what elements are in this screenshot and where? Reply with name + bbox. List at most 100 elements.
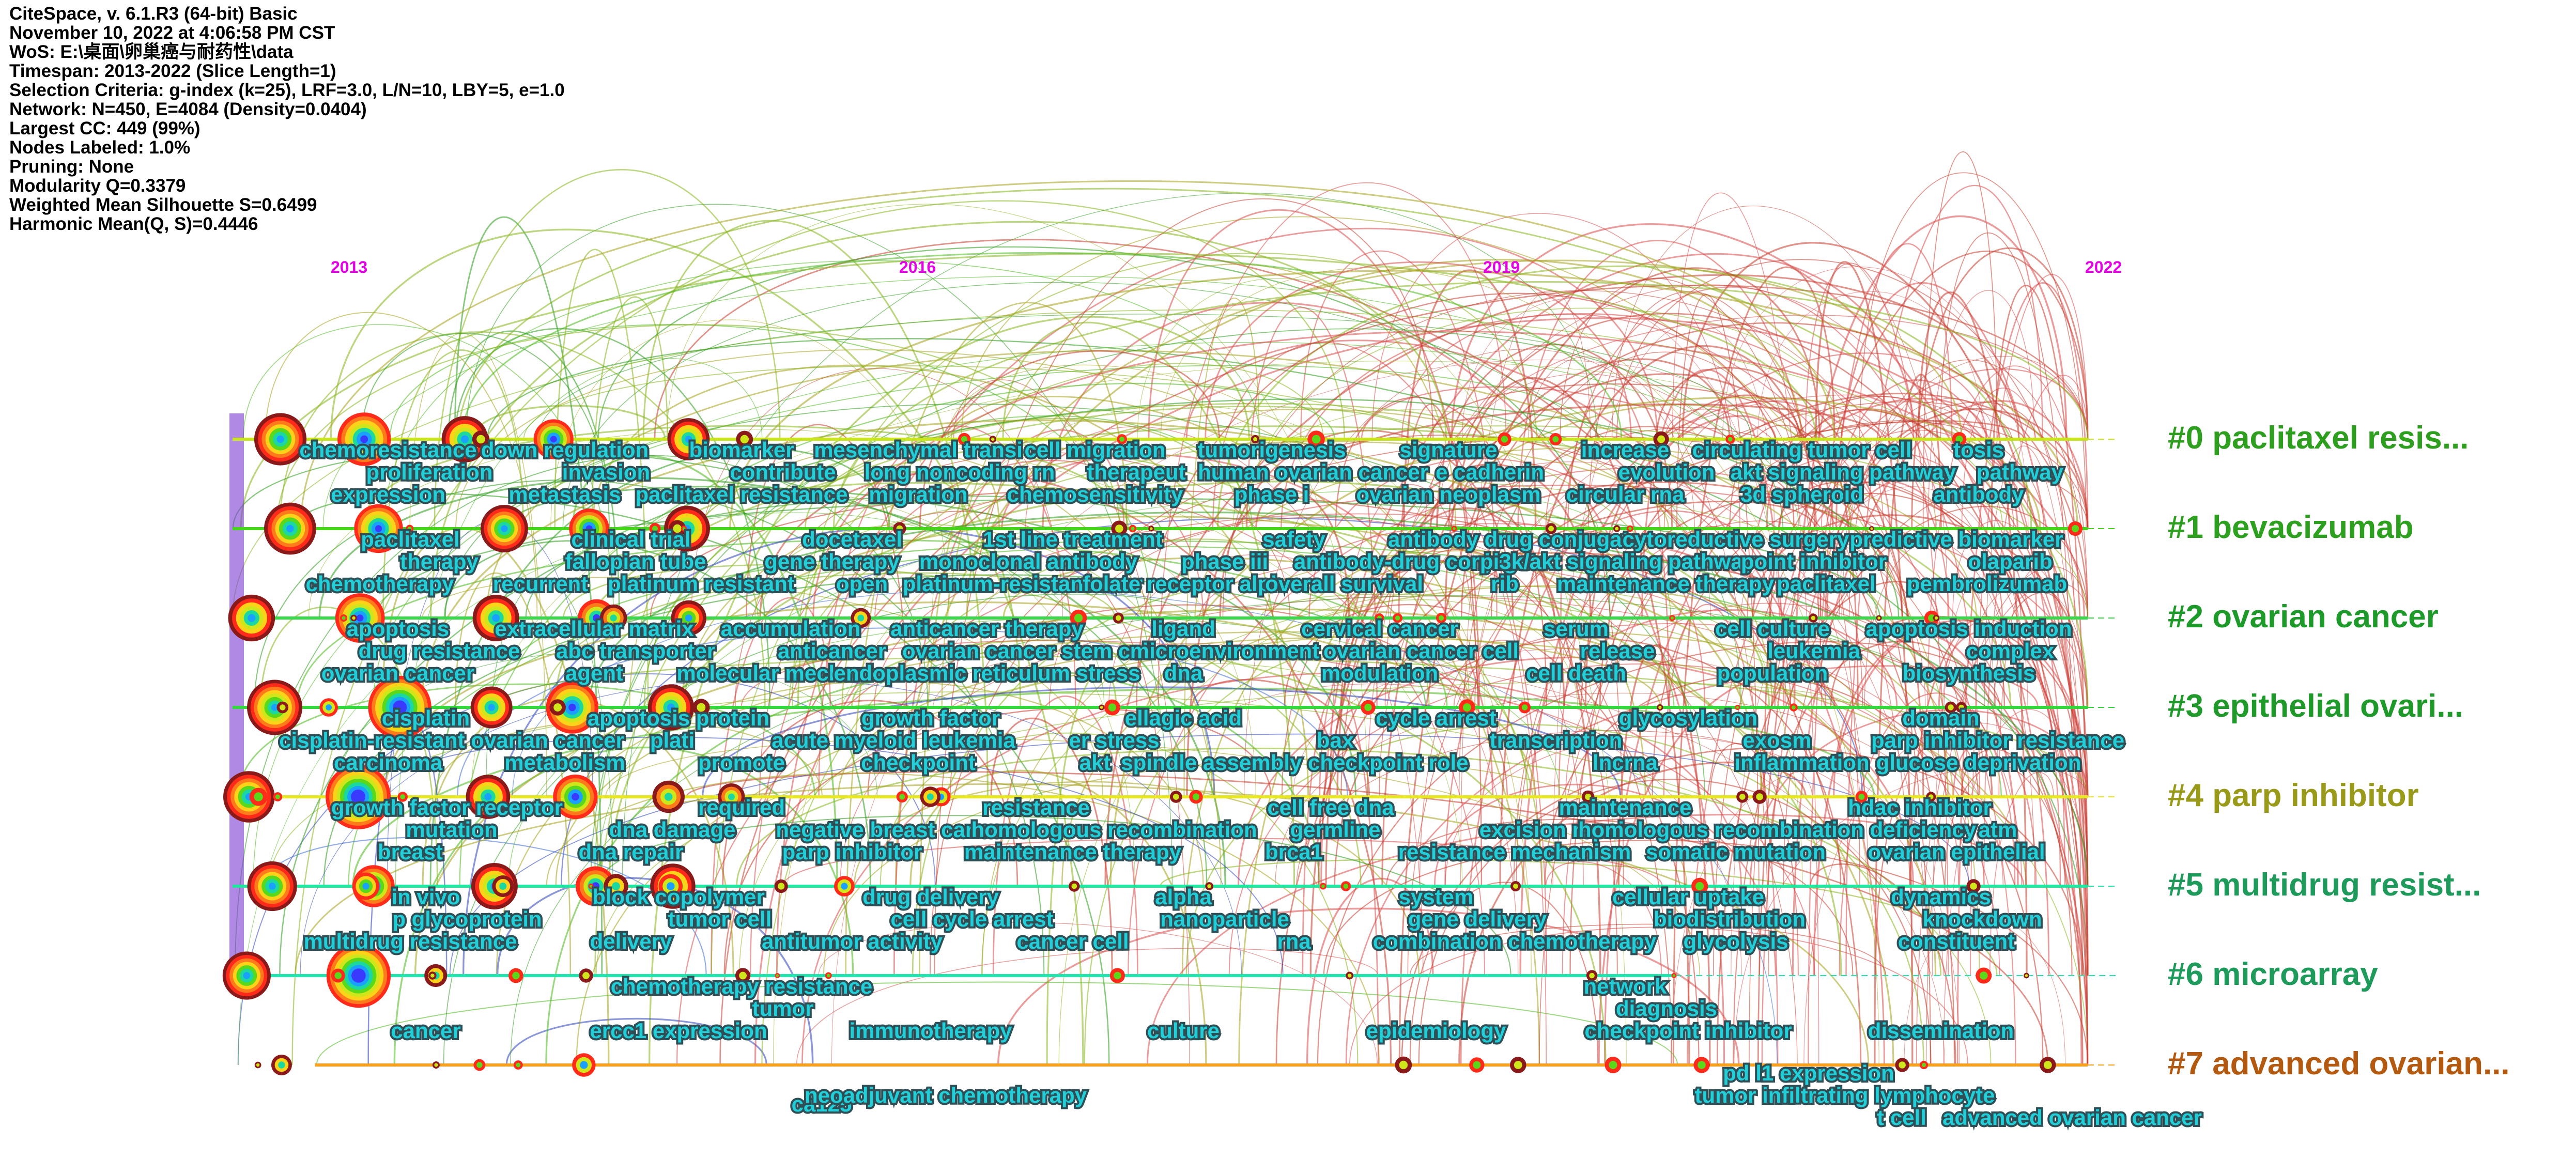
keyword-node[interactable] bbox=[428, 971, 437, 980]
keyword-node[interactable] bbox=[1586, 970, 1598, 981]
keyword-node[interactable] bbox=[1952, 432, 1967, 446]
keyword-node[interactable] bbox=[1933, 614, 1940, 622]
keyword-node[interactable] bbox=[1976, 967, 1992, 984]
keyword-node[interactable] bbox=[1735, 704, 1740, 711]
keyword-node[interactable] bbox=[222, 951, 271, 1000]
keyword-node[interactable] bbox=[989, 436, 997, 443]
keyword-node[interactable] bbox=[331, 968, 345, 983]
keyword-node[interactable] bbox=[1498, 432, 1511, 446]
keyword-node[interactable] bbox=[1809, 613, 1818, 623]
keyword-node[interactable] bbox=[1436, 612, 1447, 624]
keyword-node[interactable] bbox=[247, 861, 297, 912]
keyword-node[interactable] bbox=[1919, 1060, 1929, 1070]
keyword-node[interactable] bbox=[1895, 1058, 1909, 1072]
keyword-node[interactable] bbox=[352, 872, 380, 900]
keyword-node[interactable] bbox=[669, 520, 686, 537]
keyword-node[interactable] bbox=[1966, 879, 1981, 893]
cluster-label[interactable]: #0 paclitaxel resis... bbox=[2168, 420, 2469, 456]
keyword-node[interactable] bbox=[1117, 434, 1127, 444]
keyword-node[interactable] bbox=[1725, 435, 1735, 444]
keyword-node[interactable] bbox=[599, 604, 627, 632]
keyword-node[interactable] bbox=[247, 680, 303, 735]
keyword-node[interactable] bbox=[1104, 699, 1120, 716]
keyword-node[interactable] bbox=[647, 684, 695, 731]
keyword-node[interactable] bbox=[579, 968, 593, 983]
keyword-node[interactable] bbox=[1613, 525, 1621, 532]
keyword-node[interactable] bbox=[1361, 700, 1376, 715]
cluster-label[interactable]: #5 multidrug resist... bbox=[2168, 867, 2481, 903]
keyword-node[interactable] bbox=[472, 430, 490, 448]
cluster-label[interactable]: #6 microarray bbox=[2168, 956, 2378, 992]
keyword-node[interactable] bbox=[1251, 435, 1260, 444]
keyword-node[interactable] bbox=[1169, 791, 1182, 803]
keyword-node[interactable] bbox=[575, 866, 615, 906]
keyword-node[interactable] bbox=[572, 1053, 596, 1077]
keyword-node[interactable] bbox=[1510, 881, 1521, 891]
keyword-node[interactable] bbox=[492, 875, 514, 897]
keyword-node[interactable] bbox=[1109, 968, 1125, 983]
keyword-node[interactable] bbox=[1955, 702, 1967, 713]
keyword-node[interactable] bbox=[533, 419, 574, 459]
keyword-node[interactable] bbox=[825, 972, 832, 979]
keyword-node[interactable] bbox=[276, 701, 289, 714]
keyword-node[interactable] bbox=[1340, 881, 1351, 891]
keyword-node[interactable] bbox=[340, 614, 348, 622]
keyword-nodes[interactable] bbox=[222, 412, 2083, 1077]
keyword-node[interactable] bbox=[569, 508, 609, 549]
cluster-label[interactable]: #3 epithelial ovari... bbox=[2168, 688, 2463, 724]
keyword-node[interactable] bbox=[1691, 877, 1708, 895]
keyword-node[interactable] bbox=[1459, 699, 1475, 716]
keyword-node[interactable] bbox=[546, 681, 598, 734]
keyword-node[interactable] bbox=[249, 788, 268, 806]
keyword-node[interactable] bbox=[472, 595, 519, 641]
keyword-node[interactable] bbox=[1129, 524, 1137, 533]
keyword-node[interactable] bbox=[1605, 1057, 1622, 1073]
keyword-node[interactable] bbox=[271, 1055, 292, 1075]
keyword-node[interactable] bbox=[1855, 791, 1868, 803]
keyword-node[interactable] bbox=[513, 1060, 523, 1070]
keyword-node[interactable] bbox=[1469, 1057, 1485, 1073]
keyword-node[interactable] bbox=[1876, 615, 1882, 621]
keyword-node[interactable] bbox=[1205, 882, 1214, 890]
keyword-node[interactable] bbox=[326, 764, 391, 829]
keyword-node[interactable] bbox=[1069, 881, 1080, 892]
keyword-node[interactable] bbox=[228, 594, 275, 642]
keyword-node[interactable] bbox=[920, 786, 941, 807]
keyword-node[interactable] bbox=[1669, 615, 1675, 621]
keyword-node[interactable] bbox=[1451, 526, 1457, 532]
keyword-node[interactable] bbox=[2024, 972, 2029, 979]
keyword-node[interactable] bbox=[368, 675, 431, 739]
keyword-node[interactable] bbox=[652, 780, 685, 813]
keyword-node[interactable] bbox=[1099, 704, 1105, 711]
keyword-node[interactable] bbox=[470, 686, 513, 729]
keyword-node[interactable] bbox=[1113, 612, 1124, 624]
keyword-node[interactable] bbox=[397, 792, 408, 802]
keyword-node[interactable] bbox=[958, 433, 971, 446]
keyword-node[interactable] bbox=[319, 698, 338, 717]
keyword-node[interactable] bbox=[441, 416, 488, 462]
keyword-node[interactable] bbox=[1519, 701, 1531, 714]
keyword-node[interactable] bbox=[508, 968, 523, 983]
keyword-node[interactable] bbox=[1657, 704, 1663, 711]
keyword-node[interactable] bbox=[1189, 790, 1203, 804]
keyword-node[interactable] bbox=[1869, 526, 1874, 531]
cluster-label[interactable]: #2 ovarian cancer bbox=[2168, 599, 2439, 635]
keyword-node[interactable] bbox=[1148, 526, 1154, 532]
keyword-node[interactable] bbox=[1752, 790, 1767, 804]
keyword-node[interactable] bbox=[1653, 431, 1669, 447]
keyword-node[interactable] bbox=[1671, 973, 1677, 978]
keyword-node[interactable] bbox=[774, 879, 788, 893]
keyword-node[interactable] bbox=[1393, 613, 1403, 623]
keyword-node[interactable] bbox=[1627, 525, 1633, 532]
keyword-node[interactable] bbox=[1111, 520, 1128, 537]
keyword-node[interactable] bbox=[1736, 791, 1749, 803]
keyword-node[interactable] bbox=[1693, 1057, 1710, 1073]
cluster-label[interactable]: #4 parp inhibitor bbox=[2168, 778, 2419, 813]
keyword-node[interactable] bbox=[337, 412, 391, 466]
cluster-label[interactable]: #7 advanced ovarian... bbox=[2168, 1046, 2510, 1082]
keyword-node[interactable] bbox=[2040, 1057, 2056, 1073]
keyword-node[interactable] bbox=[1926, 792, 1936, 802]
keyword-node[interactable] bbox=[736, 430, 753, 448]
keyword-node[interactable] bbox=[1070, 609, 1087, 627]
keyword-node[interactable] bbox=[406, 524, 414, 533]
